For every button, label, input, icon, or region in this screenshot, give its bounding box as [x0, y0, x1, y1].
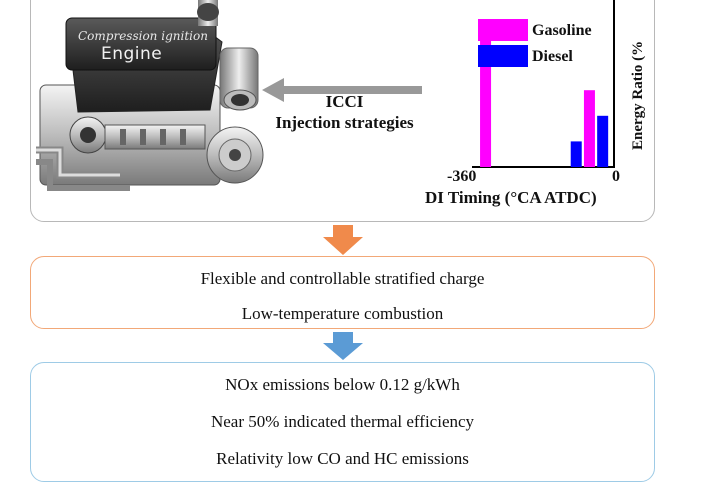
engine-illustration	[36, 0, 264, 191]
y-axis-label: Energy Ratio (%	[630, 40, 646, 150]
low-temp-combustion-text: Low-temperature combustion	[241, 304, 444, 323]
thermal-efficiency-text: Near 50% indicated thermal efficiency	[210, 412, 475, 431]
icci-title: ICCI	[325, 92, 364, 111]
legend-gasoline-label: Gasoline	[532, 22, 592, 39]
x-tick-max: 0	[612, 168, 620, 185]
diesel-bar-2	[597, 115, 609, 167]
orange-down-arrow-icon	[323, 225, 363, 255]
energy-ratio-chart	[472, 0, 615, 168]
legend-diesel-label: Diesel	[532, 48, 573, 65]
stratified-charge-text: Flexible and controllable stratified cha…	[200, 269, 485, 288]
injection-strategies-label: Injection strategies	[275, 113, 414, 132]
legend-diesel-swatch	[478, 45, 528, 67]
co-hc-emissions-text: Relativity low CO and HC emissions	[216, 449, 469, 468]
engine-title: Engine	[101, 44, 163, 64]
blue-down-arrow-icon	[323, 332, 363, 360]
results-panel: NOx emissions below 0.12 g/kWh Near 50% …	[30, 362, 655, 482]
x-tick-min: -360	[447, 168, 477, 185]
characteristics-panel: Flexible and controllable stratified cha…	[30, 256, 655, 329]
gasoline-bar-1	[480, 39, 492, 167]
engine-subtitle: Compression ignition	[78, 29, 208, 43]
nox-emissions-text: NOx emissions below 0.12 g/kWh	[225, 375, 460, 394]
diesel-bar-1	[570, 141, 582, 167]
gray-arrow-icon	[262, 78, 422, 102]
icci-label: ICCI Injection strategies	[257, 91, 432, 133]
legend-gasoline-swatch	[478, 19, 528, 41]
x-axis-label: DI Timing (°CA ATDC)	[425, 188, 597, 207]
gasoline-bar-2	[583, 90, 595, 167]
